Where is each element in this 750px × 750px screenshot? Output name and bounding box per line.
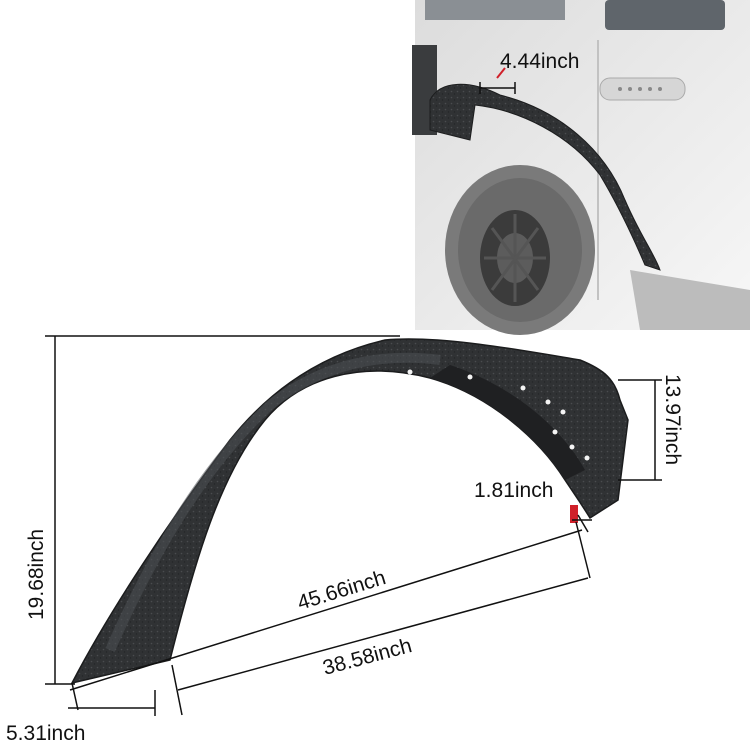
flange-label: 1.81inch bbox=[474, 479, 553, 502]
top-width-label: 4.44inch bbox=[500, 50, 579, 73]
red-marker bbox=[496, 67, 506, 79]
side-height-label: 13.97inch bbox=[661, 374, 684, 465]
red-marker-tab bbox=[570, 505, 578, 523]
inner-length-label: 38.58inch bbox=[320, 634, 414, 680]
base-width-label: 5.31inch bbox=[6, 722, 85, 745]
fender-flare bbox=[70, 338, 629, 685]
installed-fender bbox=[429, 83, 661, 271]
mounting-holes bbox=[407, 369, 590, 461]
height-label: 19.68inch bbox=[25, 529, 48, 620]
rear-window bbox=[425, 0, 565, 20]
dimension-lines bbox=[45, 335, 662, 716]
installed-view-photo bbox=[412, 0, 750, 335]
side-window bbox=[605, 0, 725, 30]
door-handle bbox=[599, 77, 686, 101]
outer-length-label: 45.66inch bbox=[295, 566, 389, 615]
door-handle-holes bbox=[618, 87, 662, 91]
